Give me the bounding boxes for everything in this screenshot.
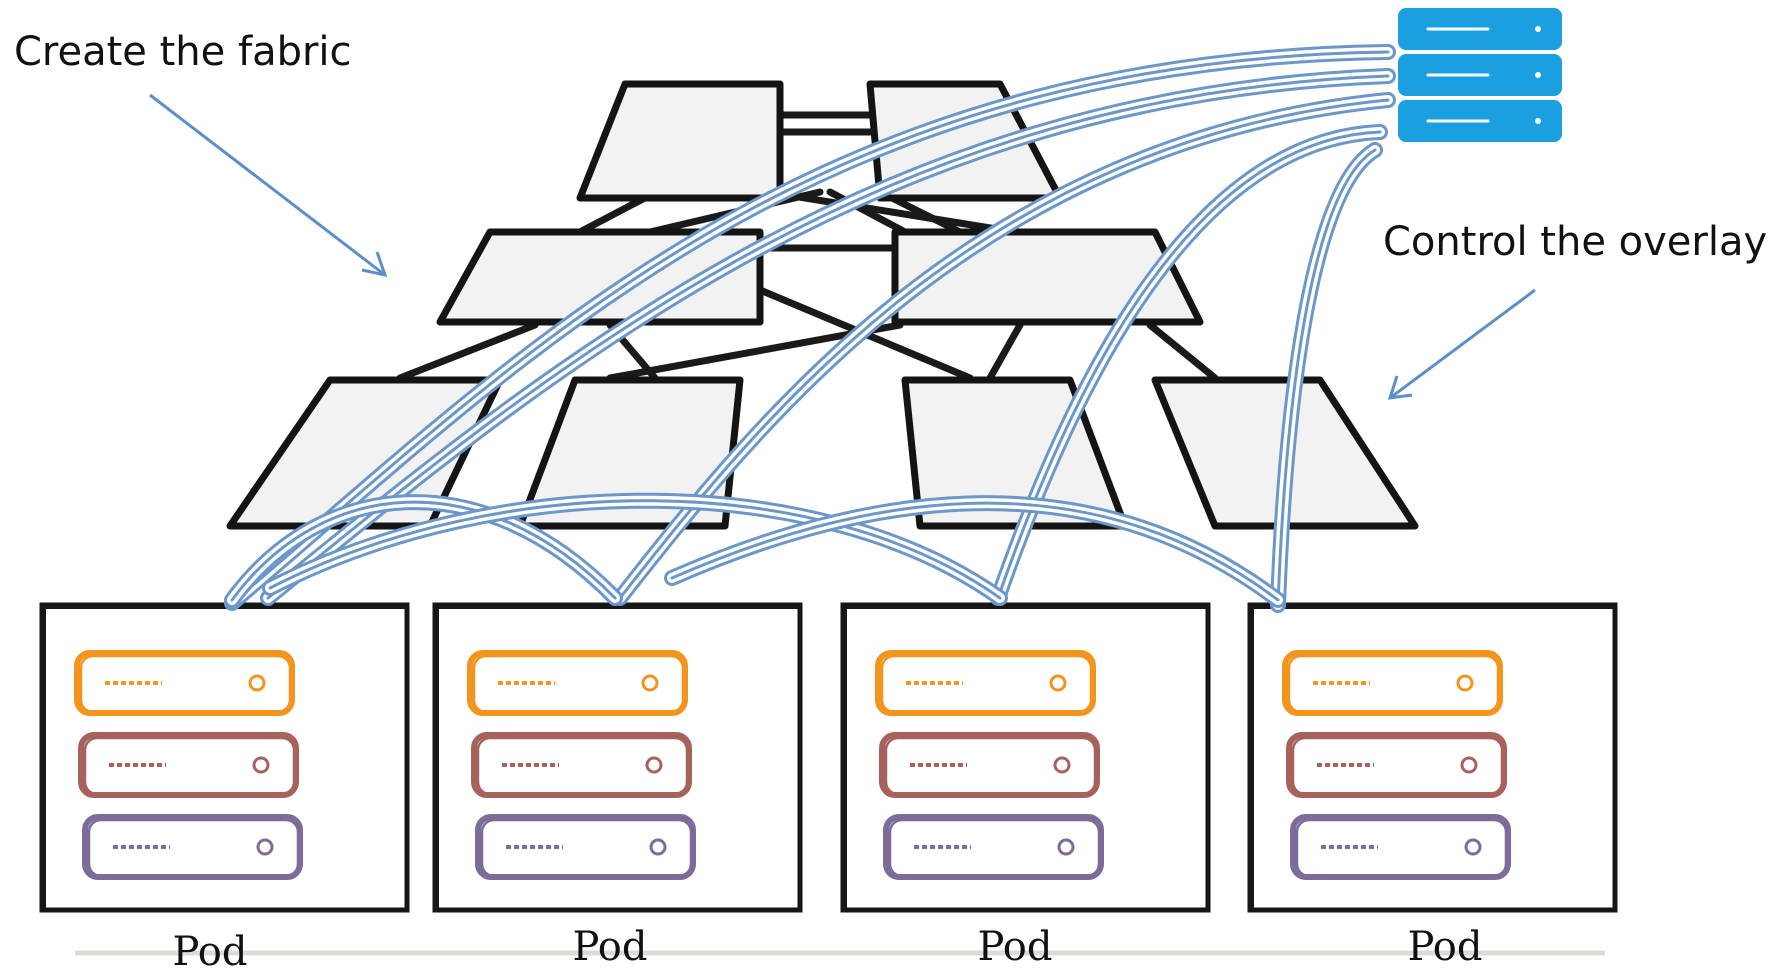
overlay-tunnel: [612, 92, 1396, 606]
server-purple: [82, 814, 303, 880]
server-orange: [875, 650, 1096, 716]
server-power-icon: [252, 756, 270, 774]
overlay-tunnel: [224, 44, 1396, 611]
pod-label: Pod: [572, 924, 648, 970]
server-brown: [879, 732, 1100, 798]
control-overlay-label: Control the overlay: [1383, 219, 1768, 265]
pod-label: Pod: [977, 924, 1053, 970]
server-power-icon: [1049, 674, 1067, 692]
server-brown: [471, 732, 692, 798]
pod: [39, 602, 410, 913]
server-purple: [1290, 814, 1511, 880]
overlay-tunnel: [224, 494, 623, 608]
server-power-icon: [645, 756, 663, 774]
overlay-tunnel: [664, 495, 1286, 608]
server-purple: [883, 814, 1104, 880]
annotation-arrows: [149, 93, 1536, 400]
server-orange: [74, 650, 295, 716]
server-power-icon: [1057, 838, 1075, 856]
server-power-icon: [649, 838, 667, 856]
server-orange: [467, 650, 688, 716]
server-brown: [1286, 732, 1507, 798]
pod: [1247, 602, 1618, 913]
pod-label: Pod: [1407, 924, 1483, 970]
server-brown: [78, 732, 299, 798]
server-power-icon: [1456, 674, 1474, 692]
server-power-icon: [1053, 756, 1071, 774]
server-power-icon: [248, 674, 266, 692]
server-purple: [475, 814, 696, 880]
create-fabric-label: Create the fabric: [14, 29, 352, 75]
overlay-tunnel: [1270, 142, 1383, 613]
server-stack-icon: [1398, 8, 1562, 142]
overlay-tunnel: [990, 124, 1388, 606]
server-power-icon: [256, 838, 274, 856]
pod-label: Pod: [172, 929, 248, 975]
overlay-tunnels: [224, 44, 1396, 613]
pods-layer: [39, 602, 1618, 913]
pod: [840, 602, 1211, 913]
pod: [432, 602, 803, 913]
server-power-icon: [1460, 756, 1478, 774]
spine-switch-1: [576, 80, 784, 202]
overlay-tunnel: [260, 68, 1396, 606]
overlay-tunnel: [262, 492, 1008, 606]
server-orange: [1282, 650, 1503, 716]
server-power-icon: [641, 674, 659, 692]
server-power-icon: [1464, 838, 1482, 856]
access-switch-2: [516, 376, 744, 530]
